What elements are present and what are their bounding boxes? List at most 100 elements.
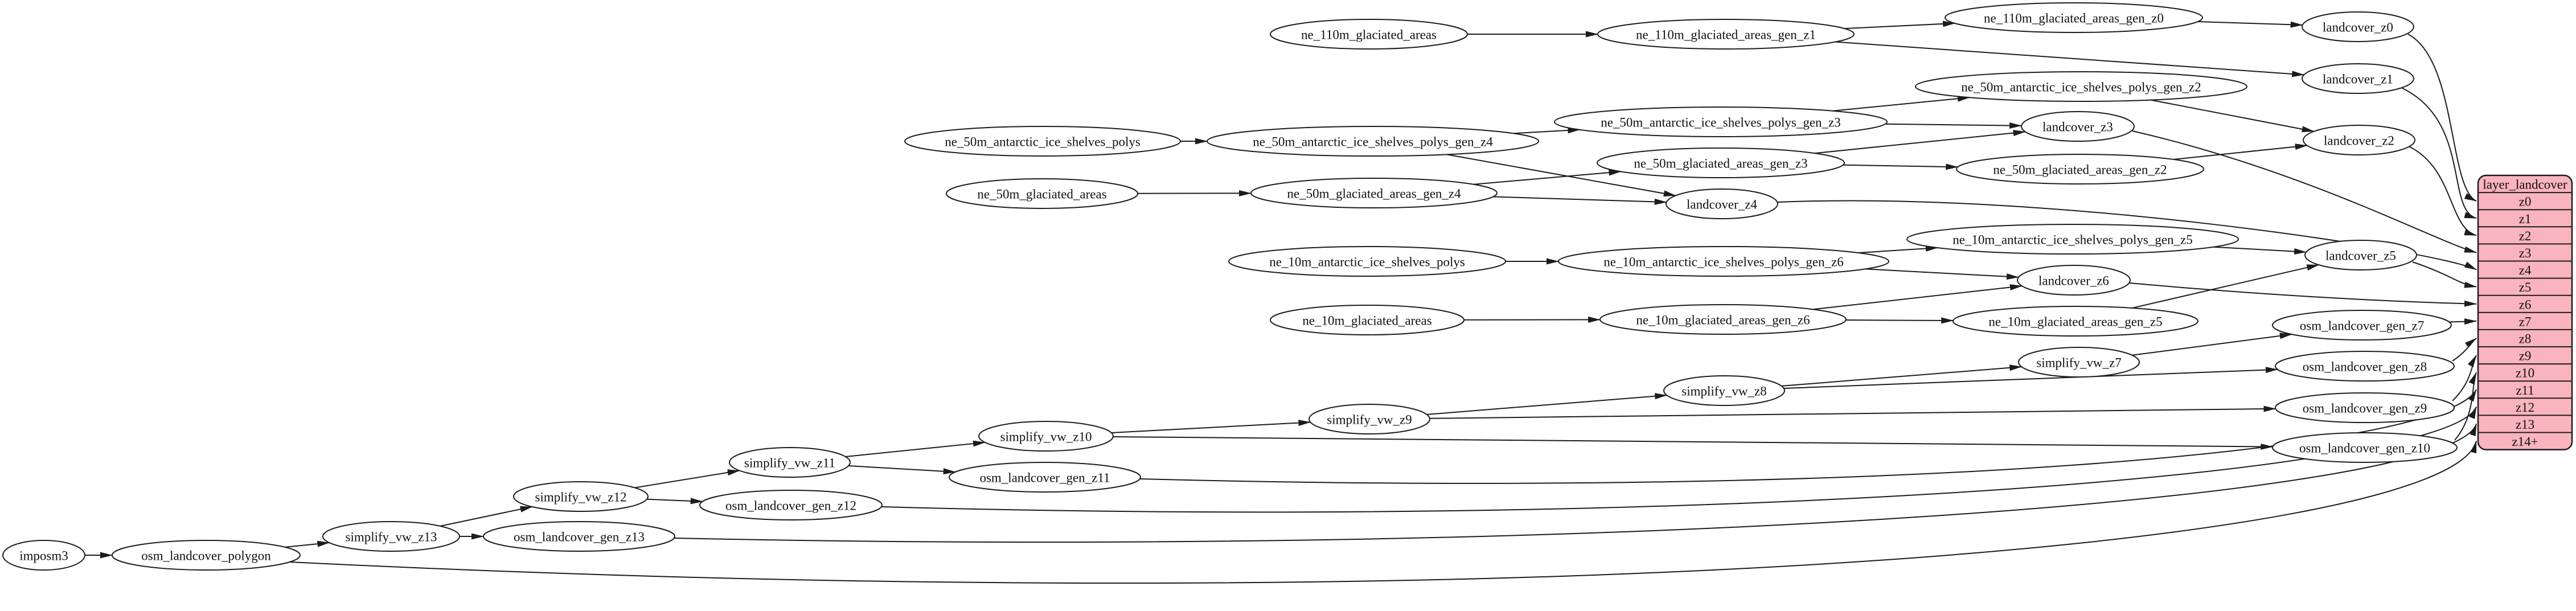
edge-landcover_z3--layer-landcover-z3	[2132, 130, 2477, 253]
edge-ne_10m_glaciated_areas_gen_z5--landcover_z5	[2132, 264, 2320, 309]
edge-simplify_vw_z9--simplify_vw_z8	[1426, 393, 1668, 415]
node-osm_landcover_gen_z12: osm_landcover_gen_z12	[699, 490, 883, 520]
edge-ne_10m_glaciated_areas_gen_z6--landcover_z6	[1813, 284, 2023, 310]
node-ellipse	[1554, 106, 1888, 137]
node-label: simplify_vw_z12	[535, 490, 627, 505]
edge-ne_110m_glaciated_areas_gen_z0--landcover_z0	[2197, 20, 2303, 28]
edge-ne_50m_antarctic_ice_shelves_polys_gen_z4--ne_50m_antarctic_ice_shelves_polys_gen_z3	[1513, 127, 1581, 134]
node-label: ne_50m_antarctic_ice_shelves_polys_gen_z…	[1253, 135, 1493, 149]
edge-simplify_vw_z8--osm_landcover_gen_z8	[1783, 367, 2279, 389]
node-osm_landcover_polygon: osm_landcover_polygon	[112, 540, 301, 571]
edge-landcover_z5--layer-landcover-z5	[2412, 261, 2477, 288]
node-ellipse	[2017, 265, 2131, 296]
node-label: landcover_z0	[2323, 20, 2393, 35]
edge-landcover_z0--layer-landcover-z0	[2407, 34, 2477, 202]
node-label: simplify_vw_z9	[1327, 413, 1412, 427]
node-label: imposm3	[19, 549, 68, 563]
node-label: ne_10m_antarctic_ice_shelves_polys	[1269, 255, 1465, 269]
node-ne_10m_antarctic_ice_shelves_polys_gen_z5: ne_10m_antarctic_ice_shelves_polys_gen_z…	[1906, 224, 2239, 255]
edge-ne_50m_glaciated_areas_gen_z2--landcover_z2	[2173, 143, 2308, 160]
edge-osm_landcover_gen_z9--layer-landcover-z9	[2452, 355, 2477, 401]
table-row-z6: z6	[2519, 297, 2532, 311]
node-label: ne_10m_antarctic_ice_shelves_polys_gen_z…	[1952, 233, 2193, 247]
node-label: osm_landcover_gen_z11	[979, 471, 1110, 485]
table-row-z4: z4	[2519, 263, 2532, 277]
node-imposm3: imposm3	[2, 540, 85, 571]
node-ellipse	[2304, 240, 2417, 270]
node-simplify_vw_z13: simplify_vw_z13	[322, 521, 460, 552]
node-simplify_vw_z12: simplify_vw_z12	[513, 481, 649, 512]
node-ne_10m_glaciated_areas_gen_z6: ne_10m_glaciated_areas_gen_z6	[1599, 304, 1847, 335]
node-osm_landcover_gen_z7: osm_landcover_gen_z7	[2272, 310, 2452, 341]
node-simplify_vw_z10: simplify_vw_z10	[978, 421, 1114, 452]
edge-landcover_z2--layer-landcover-z2	[2408, 146, 2477, 236]
node-ne_10m_antarctic_ice_shelves_polys: ne_10m_antarctic_ice_shelves_polys	[1228, 246, 1506, 277]
table-row-z2: z2	[2519, 229, 2532, 243]
nodes-layer: imposm3 osm_landcover_polygon simplify_vw_…	[2, 2, 2458, 571]
node-ellipse	[1250, 178, 1498, 208]
edge-osm_landcover_gen_z10--layer-landcover-z10	[2454, 372, 2477, 441]
node-label: ne_50m_glaciated_areas	[977, 187, 1106, 202]
edge-ne_50m_glaciated_areas_gen_z4--ne_50m_glaciated_areas_gen_z3	[1473, 169, 1622, 185]
edge-simplify_vw_z11--osm_landcover_gen_z11	[848, 465, 956, 475]
edge-ne_50m_antarctic_ice_shelves_polys_gen_z4--landcover_z4	[1446, 154, 1676, 197]
node-landcover_z2: landcover_z2	[2303, 125, 2415, 155]
node-ellipse	[904, 126, 1181, 157]
node-ellipse	[1663, 375, 1785, 406]
node-osm_landcover_gen_z8: osm_landcover_gen_z8	[2275, 351, 2455, 382]
table-row-z14+: z14+	[2512, 434, 2538, 449]
edge-landcover_z1--layer-landcover-z1	[2399, 87, 2477, 219]
node-label: simplify_vw_z13	[346, 530, 437, 544]
node-label: ne_50m_antarctic_ice_shelves_polys_gen_z…	[1601, 116, 1841, 130]
node-ellipse	[1915, 71, 2247, 102]
edge-ne_10m_antarctic_ice_shelves_polys_gen_z5--landcover_z5	[2213, 246, 2307, 255]
node-ne_110m_glaciated_areas_gen_z0: ne_110m_glaciated_areas_gen_z0	[1945, 2, 2203, 33]
node-label: osm_landcover_gen_z12	[725, 499, 856, 513]
node-osm_landcover_gen_z13: osm_landcover_gen_z13	[483, 521, 675, 552]
edge-simplify_vw_z12--simplify_vw_z11	[634, 469, 740, 489]
node-ne_110m_glaciated_areas: ne_110m_glaciated_areas	[1270, 19, 1468, 50]
table-row-z7: z7	[2519, 314, 2532, 329]
edge-ne_50m_glaciated_areas_gen_z3--landcover_z3	[1815, 130, 2026, 154]
node-label: ne_10m_glaciated_areas_gen_z5	[1988, 315, 2162, 329]
table-row-z10: z10	[2516, 366, 2534, 380]
node-label: osm_landcover_polygon	[141, 549, 271, 563]
edge-ne_110m_glaciated_areas_gen_z1--ne_110m_glaciated_areas_gen_z0	[1844, 20, 1956, 30]
table-row-z1: z1	[2519, 212, 2532, 226]
node-label: ne_110m_glaciated_areas_gen_z1	[1636, 28, 1816, 42]
node-label: ne_50m_glaciated_areas_gen_z2	[1993, 163, 2167, 177]
node-label: ne_110m_glaciated_areas_gen_z0	[1984, 11, 2164, 26]
edge-simplify_vw_z13--simplify_vw_z12	[440, 506, 533, 527]
node-ellipse	[2272, 432, 2458, 463]
node-landcover_z0: landcover_z0	[2302, 11, 2414, 42]
node-landcover_z3: landcover_z3	[2021, 111, 2135, 142]
node-label: ne_10m_glaciated_areas_gen_z6	[1636, 313, 1810, 327]
node-ellipse	[2303, 125, 2415, 155]
node-ellipse	[2275, 392, 2455, 423]
node-ellipse	[1597, 147, 1845, 178]
edge-ne_50m_antarctic_ice_shelves_polys_gen_z2--landcover_z2	[2151, 99, 2315, 133]
table-title: layer_landcover	[2483, 178, 2567, 192]
node-ne_50m_glaciated_areas_gen_z4: ne_50m_glaciated_areas_gen_z4	[1250, 178, 1498, 208]
node-ellipse	[1207, 126, 1539, 157]
node-label: osm_landcover_gen_z13	[514, 530, 645, 544]
node-ellipse	[2018, 347, 2140, 378]
edge-simplify_vw_z12--osm_landcover_gen_z12	[646, 498, 703, 505]
edge-simplify_vw_z7--osm_landcover_gen_z7	[2132, 333, 2292, 356]
node-label: ne_110m_glaciated_areas	[1301, 28, 1437, 42]
node-label: landcover_z6	[2038, 274, 2109, 288]
table-row-z0: z0	[2519, 195, 2532, 209]
edge-osm_landcover_polygon--layer-landcover-z14+	[290, 440, 2477, 584]
node-landcover_z6: landcover_z6	[2017, 265, 2131, 296]
edge-osm_landcover_gen_z7--layer-landcover-z7	[2449, 318, 2477, 325]
edge-simplify_vw_z11--simplify_vw_z10	[845, 440, 986, 457]
node-osm_landcover_gen_z9: osm_landcover_gen_z9	[2275, 392, 2455, 423]
node-ellipse	[2021, 111, 2135, 142]
edge-simplify_vw_z9--osm_landcover_gen_z9	[1429, 405, 2276, 419]
table-row-z12: z12	[2516, 400, 2534, 415]
node-ellipse	[1906, 224, 2239, 255]
node-label: ne_50m_glaciated_areas_gen_z4	[1287, 187, 1461, 201]
node-ellipse	[112, 540, 301, 571]
table-row-z5: z5	[2519, 280, 2532, 294]
table-row-z9: z9	[2519, 349, 2532, 363]
